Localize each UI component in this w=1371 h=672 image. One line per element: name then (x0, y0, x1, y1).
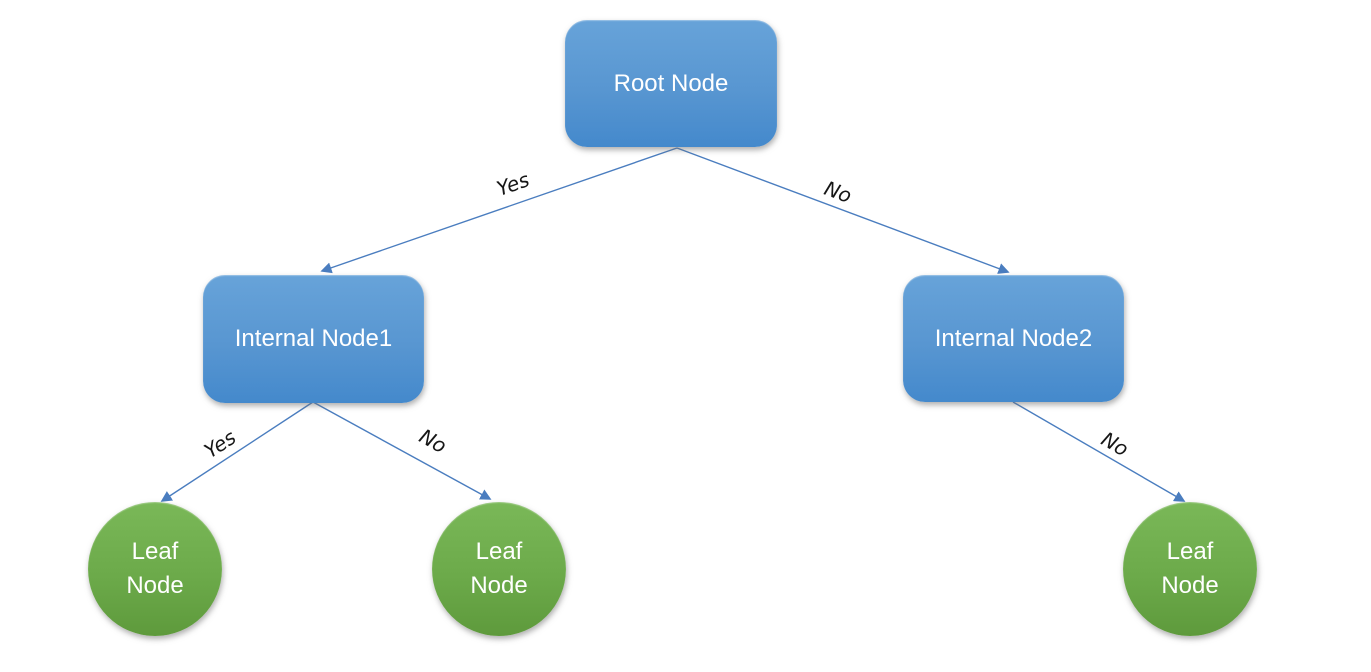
edge-label-root-internal2: No (821, 176, 855, 208)
edge-root-internal2 (676, 147, 1010, 274)
node-internal1-label: Internal Node1 (234, 325, 393, 352)
node-leaf2-label: Leaf Node (470, 538, 528, 599)
edge-label-internal1-leaf1: Yes (199, 425, 241, 463)
node-leaf3: Leaf Node (1123, 502, 1257, 636)
node-internal1: Internal Node1 (203, 275, 424, 403)
node-leaf3-label: Leaf Node (1161, 538, 1219, 599)
node-leaf1: Leaf Node (88, 502, 222, 636)
edge-label-internal2-leaf3: No (1097, 426, 1133, 462)
node-root: Root Node (565, 20, 777, 147)
node-internal2-label: Internal Node2 (934, 324, 1093, 352)
edge-label-internal1-leaf2: No (415, 423, 451, 459)
edge-root-internal1 (320, 147, 678, 274)
edge-internal2-leaf3 (1012, 401, 1186, 502)
node-root-label: Root Node (613, 69, 729, 97)
edge-internal1-leaf1 (160, 401, 314, 502)
node-leaf2: Leaf Node (432, 502, 566, 636)
node-internal2: Internal Node2 (903, 275, 1124, 402)
node-leaf1-label: Leaf Node (126, 538, 184, 599)
edge-internal1-leaf2 (312, 401, 492, 500)
edge-label-root-internal1: Yes (493, 167, 533, 201)
